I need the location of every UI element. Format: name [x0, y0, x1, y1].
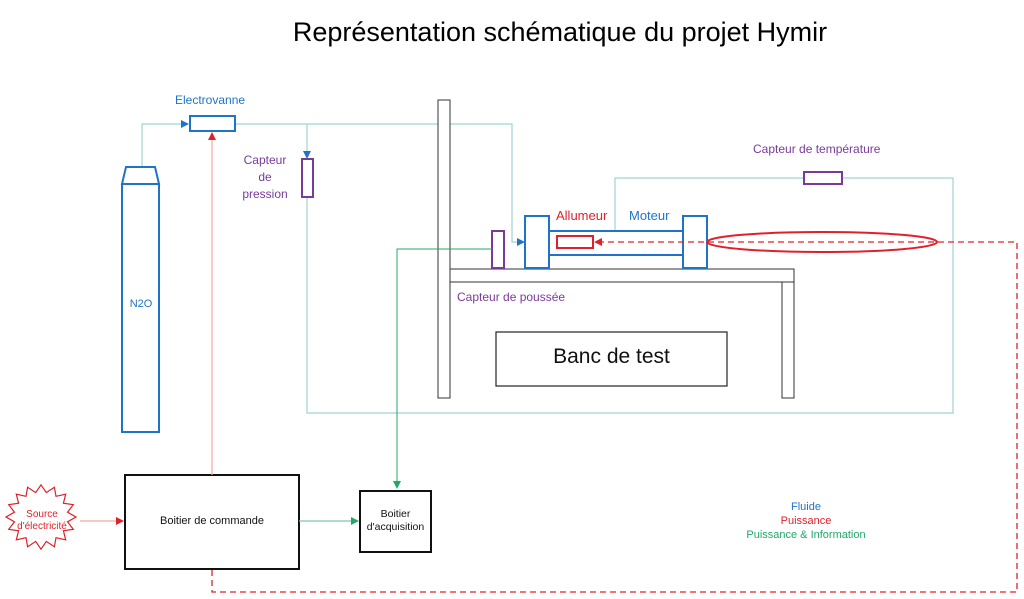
- igniter: [556, 235, 594, 249]
- pressure-sensor-label-1: Capteur: [243, 153, 287, 167]
- engine-label: Moteur: [629, 208, 670, 223]
- temperature-sensor-label: Capteur de température: [753, 142, 881, 156]
- diagram-title: Représentation schématique du projet Hym…: [292, 17, 828, 47]
- power-source-label-2: d'électricité: [17, 521, 67, 532]
- legend-fluid: Fluide: [791, 501, 821, 513]
- control-box: [124, 474, 300, 570]
- power-dashed-line: [211, 238, 1018, 593]
- n2o-tank: [120, 166, 161, 433]
- thrust-sensor-label: Capteur de poussée: [457, 290, 566, 304]
- acquisition-box-label-1: Boitier: [380, 508, 411, 520]
- temperature-sensor: [803, 171, 843, 185]
- n2o-label: N2O: [129, 298, 153, 310]
- pressure-sensor: [301, 158, 314, 198]
- thrust-sensor: [491, 230, 505, 269]
- control-box-label: Boitier de commande: [160, 515, 264, 527]
- acquisition-box: [359, 490, 432, 553]
- power-source-label-1: Source: [26, 509, 58, 520]
- valve-to-engine-line: [235, 123, 525, 246]
- pressure-sensor-label-2: de: [258, 170, 272, 184]
- power-source-starburst: [4, 483, 78, 551]
- fluid-lines: [141, 120, 954, 414]
- tank-to-valve-line: [141, 120, 189, 167]
- n2o-tank-cap: [120, 166, 161, 185]
- pressure-loop-line: [306, 177, 954, 414]
- bench-top-beam: [449, 268, 795, 283]
- temp-sensor-line: [614, 177, 804, 230]
- n2o-tank-body: [121, 183, 160, 433]
- electrovanne-label: Electrovanne: [175, 93, 246, 107]
- electrovanne-body: [189, 115, 236, 132]
- legend-power: Puissance: [780, 515, 832, 527]
- acquisition-box-label-2: d'acquisition: [366, 521, 425, 533]
- test-bench-box: [495, 331, 728, 387]
- igniter-label: Allumeur: [556, 208, 608, 223]
- engine-left-flange: [524, 215, 550, 269]
- exhaust-plume: [706, 231, 938, 253]
- pressure-sensor-label-3: pression: [242, 187, 288, 201]
- thrust-sensor-line: [393, 248, 492, 489]
- test-bench-label: Banc de test: [553, 345, 670, 368]
- legend-power-info: Puissance & Information: [746, 529, 866, 541]
- bench-right-leg: [781, 281, 795, 399]
